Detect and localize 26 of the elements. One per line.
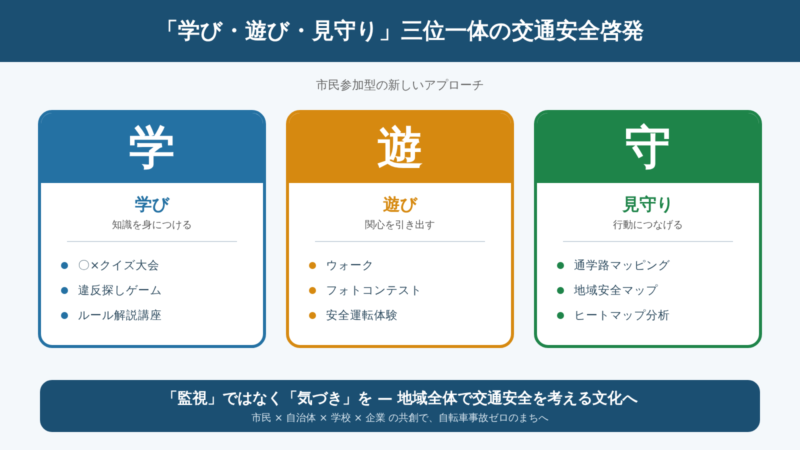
card-subheading: 行動につなげる [612, 219, 684, 232]
activity-item: 安全運転体験 [326, 308, 398, 323]
card-heading: 遊び [382, 194, 419, 216]
header-kanji: 学 [129, 119, 175, 176]
activity-item: ウォーク [326, 258, 374, 273]
activity-item: 地域安全マップ [574, 283, 658, 298]
header-kanji: 守 [625, 119, 671, 176]
header-kanji: 遊 [377, 119, 423, 176]
activity-item: フォトコンテスト [326, 283, 422, 298]
banner-heading: 「監視」ではなく「気づき」を — 地域全体で交通安全を考える文化へ [161, 389, 639, 408]
category-card [38, 110, 266, 348]
subtitle: 市民参加型の新しいアプローチ [315, 77, 485, 94]
message-banner [40, 380, 760, 432]
card-heading: 学び [134, 194, 171, 216]
banner-subtext: 市民 × 自治体 × 学校 × 企業 の共創で、自転車事故ゼロのまちへ [250, 412, 550, 425]
title-banner: 「学び・遊び・見守り」三位一体の交通安全啓発 [0, 0, 800, 62]
activity-item: ルール解説講座 [78, 308, 162, 323]
card-subheading: 知識を身につける [111, 218, 193, 232]
activity-item: 通学路マッピング [574, 258, 670, 273]
category-card [286, 110, 514, 348]
card-subheading: 関心を引き出す [364, 218, 436, 232]
category-card [534, 110, 762, 348]
activity-item: 違反探しゲーム [78, 283, 162, 298]
card-heading: 見守り [621, 194, 674, 216]
activity-item: ヒートマップ分析 [574, 308, 670, 323]
activity-item: 〇×クイズ大会 [78, 258, 160, 273]
